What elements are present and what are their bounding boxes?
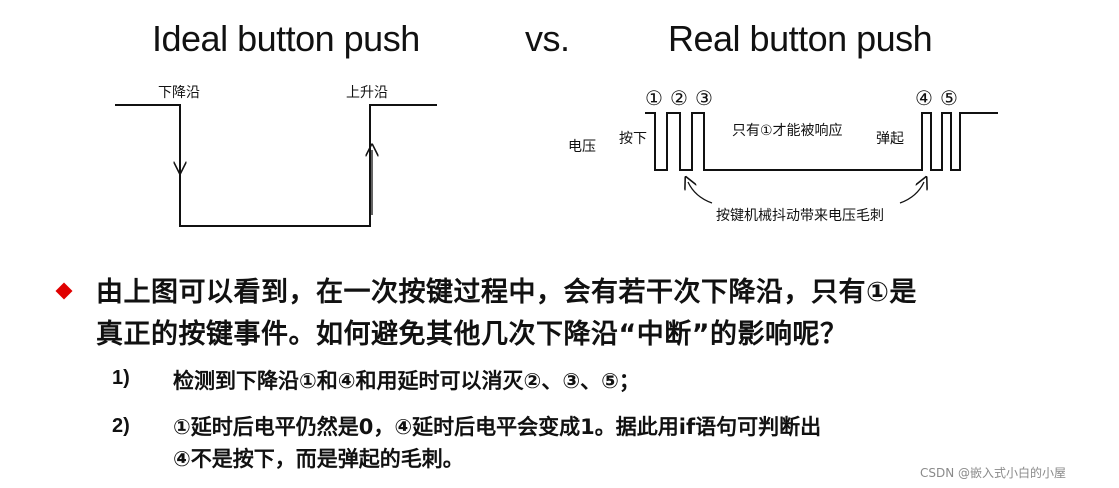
marker-4: ④ [915, 86, 933, 110]
real-waveform [645, 112, 998, 171]
ideal-edge-arrows [180, 110, 372, 215]
voltage-label: 电压 [568, 139, 596, 155]
press-label: 按下 [619, 131, 647, 147]
real-title: Real button push [668, 18, 933, 59]
marker-2: ② [670, 86, 688, 110]
release-label: 弹起 [876, 131, 904, 147]
item-2-text-line-1: ①延时后电平仍然是0，④延时后电平会变成1。据此用if语句可判断出 [173, 415, 822, 439]
rising-edge-label: 上升沿 [346, 85, 388, 101]
item-2-text-line-2: ④不是按下，而是弹起的毛刺。 [173, 447, 464, 471]
item-1-text: 检测到下降沿①和④和用延时可以消灭②、③、⑤； [173, 369, 640, 393]
bounce-arrows [688, 182, 924, 204]
item-2-number: 2) [112, 415, 130, 437]
falling-edge-label: 下降沿 [158, 85, 200, 101]
marker-5: ⑤ [940, 86, 958, 110]
paragraph-line-2: 真正的按键事件。如何避免其他几次下降沿“中断”的影响呢？ [96, 319, 848, 350]
vs-label: vs. [525, 18, 570, 59]
marker-1: ① [645, 86, 663, 110]
ideal-title: Ideal button push [152, 18, 420, 59]
ideal-waveform [115, 104, 437, 227]
item-1-number: 1) [112, 367, 130, 389]
paragraph-line-1: 由上图可以看到，在一次按键过程中，会有若干次下降沿，只有①是 [96, 277, 917, 308]
bounce-label: 按键机械抖动带来电压毛刺 [716, 208, 884, 224]
respond-label: 只有①才能被响应 [732, 123, 843, 139]
marker-3: ③ [695, 86, 713, 110]
csdn-watermark: CSDN @嵌入式小白的小屋 [920, 466, 1067, 480]
